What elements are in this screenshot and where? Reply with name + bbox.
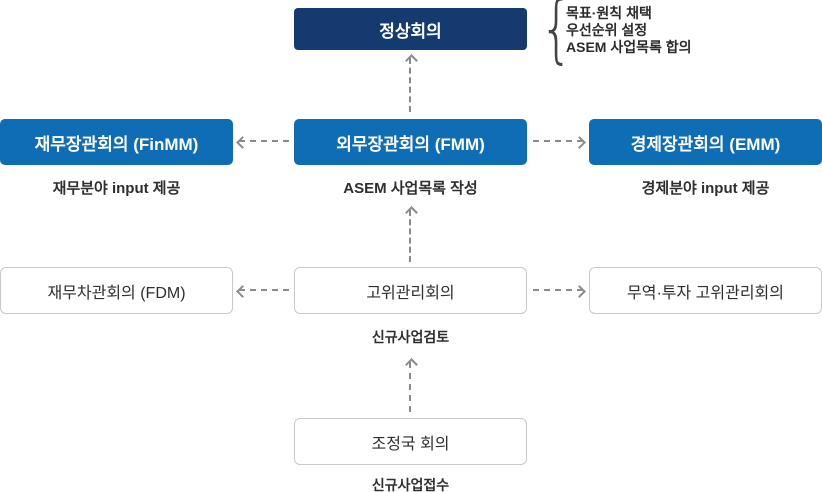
summit-notes: 목표·원칙 채택 우선순위 설정 ASEM 사업목록 합의: [566, 5, 692, 56]
emm-caption: 경제분야 input 제공: [641, 180, 770, 197]
arrow-right-head-icon: [573, 136, 586, 149]
finmm-caption: 재무분야 input 제공: [52, 180, 181, 197]
arrow-up-head-icon: [405, 54, 418, 67]
finmm-box: 재무장관회의 (FinMM): [0, 119, 233, 165]
arrow-fmm-to-finmm: [236, 136, 289, 149]
arrow-up-head-icon: [405, 206, 418, 219]
som-box: 고위관리회의: [294, 267, 527, 314]
summit-note-item: ASEM 사업목록 합의: [566, 39, 692, 55]
fdm-box: 재무차관회의 (FDM): [0, 267, 233, 314]
tradesom-box: 무역·투자 고위관리회의: [589, 267, 822, 314]
summit-box: 정상회의: [294, 8, 527, 50]
arrow-fmm-to-emm: [533, 136, 586, 149]
arrow-left-head-icon: [236, 136, 249, 149]
emm-box: 경제장관회의 (EMM): [589, 119, 822, 165]
fmm-caption: ASEM 사업목록 작성: [343, 180, 478, 197]
arrow-som-to-fmm: [405, 206, 418, 262]
arrow-fmm-to-summit: [405, 54, 418, 112]
summit-note-item: 우선순위 설정: [566, 22, 648, 38]
arrow-left-head-icon: [236, 285, 249, 298]
som-caption: 신규사업검토: [371, 329, 450, 345]
coordinator-caption: 신규사업접수: [371, 477, 450, 492]
arrow-som-to-tradesom: [533, 285, 586, 298]
fmm-box: 외무장관회의 (FMM): [294, 119, 527, 165]
arrow-up-head-icon: [405, 358, 418, 371]
arrow-som-to-fdm: [236, 285, 289, 298]
coordinator-box: 조정국 회의: [294, 418, 527, 465]
summit-note-item: 목표·원칙 채택: [566, 5, 652, 21]
arrow-right-head-icon: [573, 285, 586, 298]
brace-glyph: {: [540, 0, 573, 72]
arrow-coordinator-to-som: [405, 358, 418, 412]
